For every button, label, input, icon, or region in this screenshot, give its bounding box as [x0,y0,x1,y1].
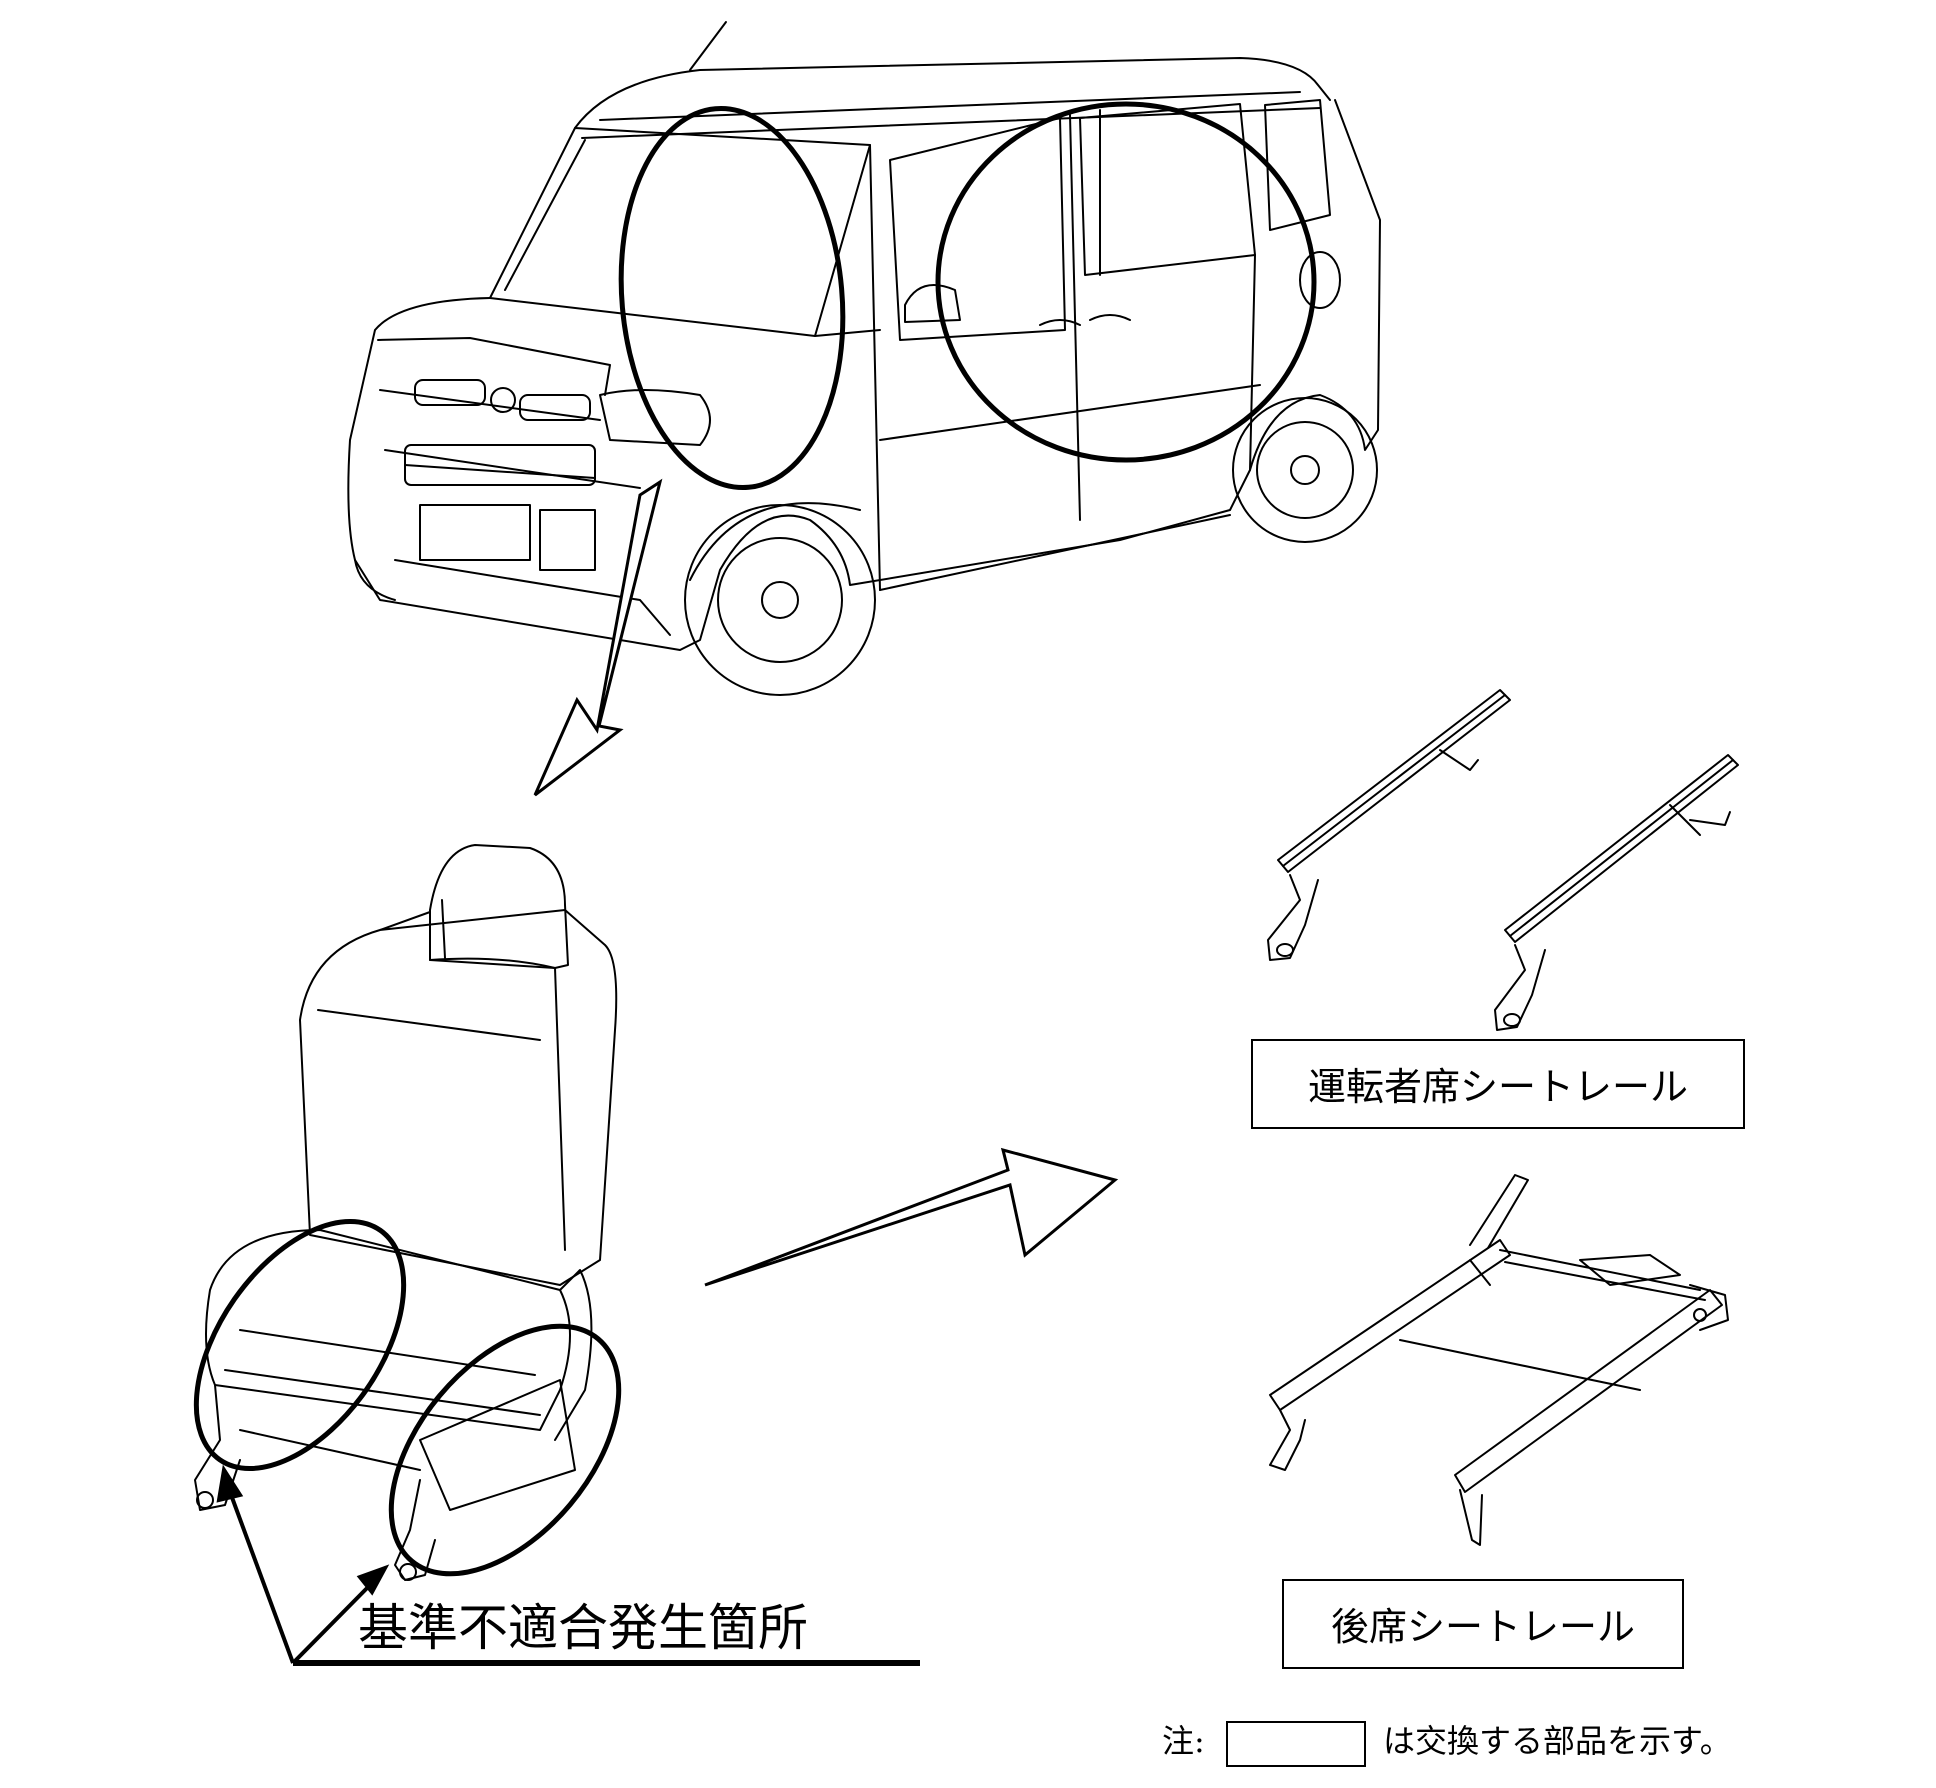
rear-seat-rail-label-box: 後席シートレール [1282,1579,1684,1669]
seat-right-rail-oval [388,1323,622,1577]
vehicle-to-seat-arrow [533,478,663,797]
vehicle-illustration [347,21,1381,696]
nonconformity-location-label: 基準不適合発生箇所 [358,1599,808,1657]
note-suffix: は交換する部品を示す。 [1383,1722,1732,1760]
nonconformity-arrows [216,1464,390,1665]
nonconformity-label-group: 基準不適合発生箇所 [293,1599,920,1666]
seat-to-rails-arrow [704,1147,1119,1287]
rear-seat-rail-label: 後席シートレール [1331,1605,1635,1649]
vehicle-callout-ovals [618,101,1317,491]
seat-left-rail-oval [193,1218,407,1472]
note-legend-box [1226,1721,1366,1767]
driver-seat-rail-illustration [1267,689,1739,1031]
driver-seat-rail-label-box: 運転者席シートレール [1251,1039,1745,1129]
rear-seat-area-oval [935,101,1317,463]
replacement-note: 注: は交換する部品を示す。 [1162,1721,1732,1767]
seat-illustration [194,844,618,1581]
seat-callout-ovals [193,1218,622,1577]
driver-seat-rail-label: 運転者席シートレール [1308,1065,1688,1109]
front-seat-area-oval [618,105,846,491]
rear-seat-rail-illustration [1269,1174,1729,1546]
note-prefix: 注: [1162,1722,1205,1760]
